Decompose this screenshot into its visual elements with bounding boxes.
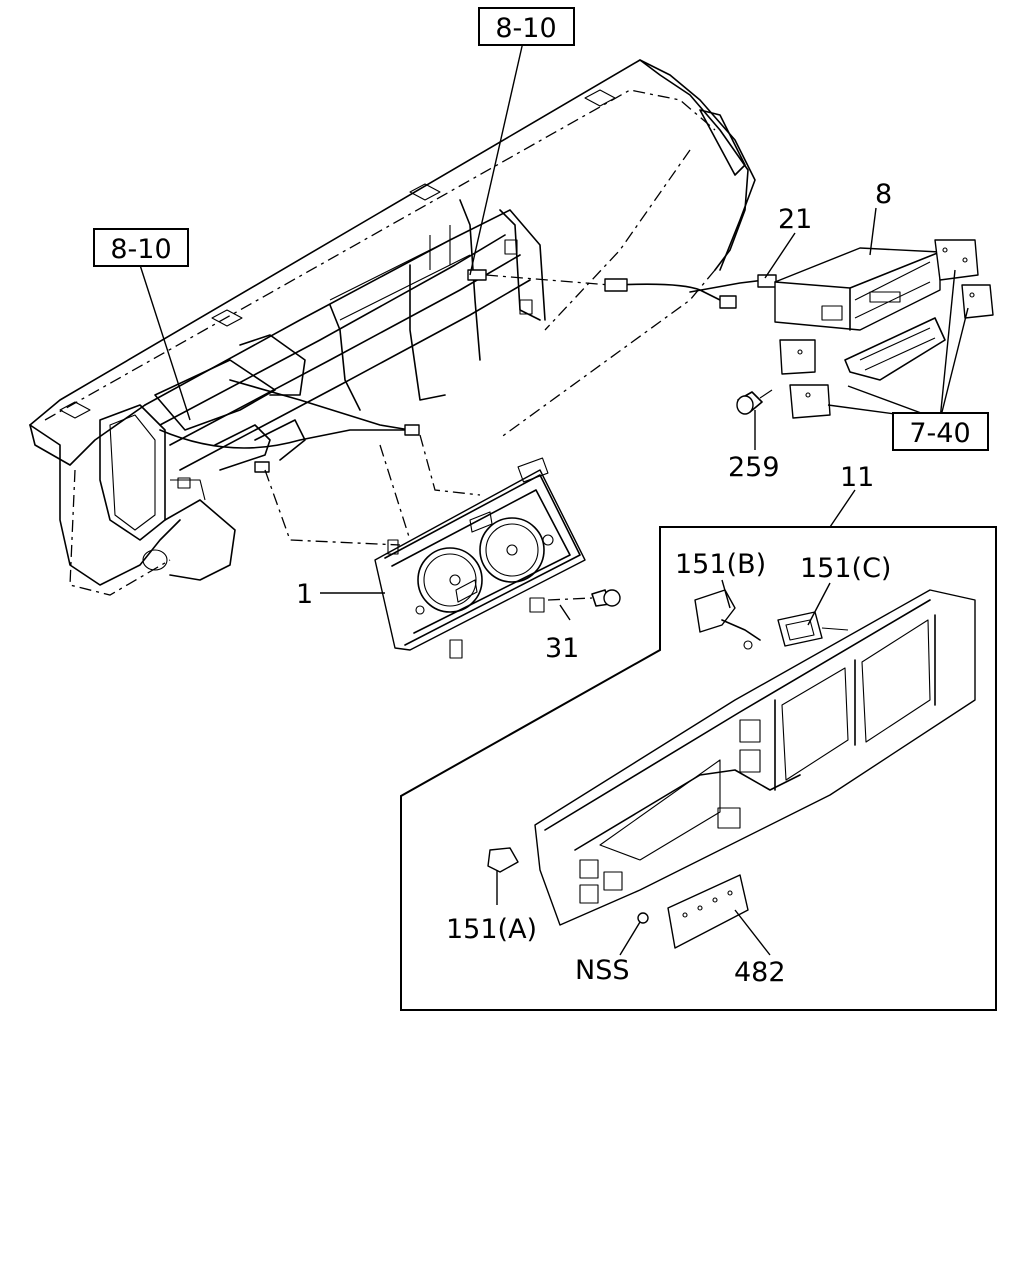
- part-151b-label: 151(B): [675, 549, 766, 580]
- ref-box-top: 8-10: [478, 7, 575, 46]
- dash-to-cluster-leaders: [264, 274, 611, 546]
- part-259-label: 259: [728, 452, 780, 483]
- ref-top-label: 8-10: [495, 13, 556, 44]
- part-482-label: 482: [734, 957, 786, 988]
- part-11-label: 11: [840, 462, 874, 493]
- ref-right-label: 7-40: [909, 418, 970, 449]
- dashboard-frame: [29, 59, 756, 596]
- ref-box-left: 8-10: [93, 228, 189, 267]
- screw-259: [736, 389, 773, 415]
- ref-box-right: 7-40: [892, 412, 989, 451]
- part-151a-label: 151(A): [446, 914, 537, 945]
- harness-21: [604, 274, 777, 309]
- bracket-151b: [694, 589, 761, 650]
- part-8-label: 8: [875, 179, 892, 210]
- radio-unit-8: [774, 247, 946, 381]
- part-1-label: 1: [296, 579, 313, 610]
- plate-482: [667, 874, 749, 949]
- part-31-label: 31: [545, 633, 579, 664]
- ref-left-label: 8-10: [110, 234, 171, 265]
- dash-panel-11: [534, 589, 976, 926]
- nut-nss: [637, 912, 649, 924]
- clip-151a: [487, 847, 519, 873]
- instrument-cluster: [374, 457, 586, 659]
- screw-31: [547, 589, 621, 607]
- leader-lines: [139, 41, 969, 956]
- brackets-7-40: [779, 239, 994, 419]
- part-21-label: 21: [778, 204, 812, 235]
- part-151c-label: 151(C): [800, 553, 891, 584]
- nss-label: NSS: [575, 955, 629, 986]
